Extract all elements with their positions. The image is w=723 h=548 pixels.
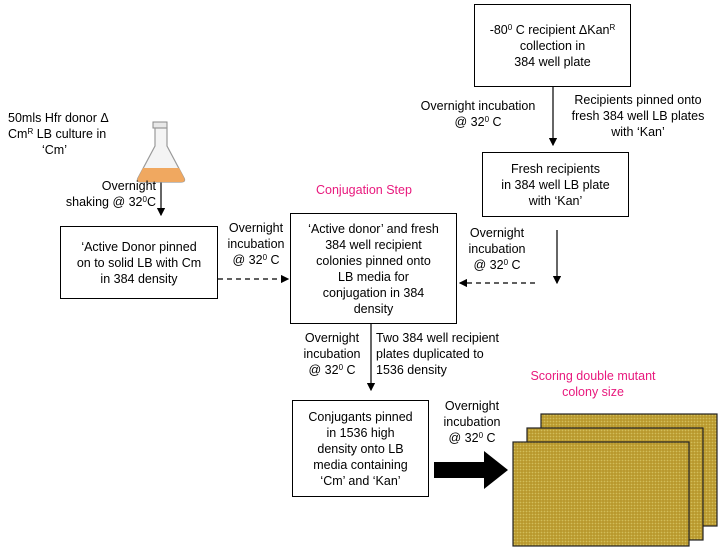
- text-fragment: C: [483, 431, 496, 445]
- text-fragment: density: [354, 302, 394, 316]
- text-fragment: LB culture in: [33, 127, 106, 141]
- donor-culture-label: 50mls Hfr donor Δ CmR LB culture in ‘Cm’: [8, 110, 109, 158]
- text-fragment: @ 32: [232, 253, 262, 267]
- text-fragment: Fresh recipients: [511, 162, 600, 176]
- text-fragment: 384 well recipient: [325, 238, 422, 252]
- text-fragment: Overnight: [102, 179, 156, 193]
- text-fragment: density onto LB: [317, 442, 403, 456]
- bold-arrow-icon: [434, 451, 508, 489]
- text-fragment: @ 32: [308, 363, 338, 377]
- incubation-label-mid: Overnight incubation @ 320 C: [296, 330, 368, 378]
- text-fragment: Overnight incubation: [421, 99, 536, 113]
- text-fragment: LB media for: [338, 270, 409, 284]
- text-fragment: shaking @ 32: [66, 195, 143, 209]
- text-fragment: 50mls Hfr donor Δ: [8, 111, 109, 125]
- text-fragment: Conjugants pinned: [308, 410, 412, 424]
- incubation-label-right: Overnight incubation @ 320 C: [457, 225, 537, 273]
- text-fragment: on to solid LB with Cm: [77, 256, 201, 270]
- text-fragment: Two 384 well recipient: [376, 331, 499, 345]
- text-fragment: with ‘Kan’: [529, 194, 583, 208]
- text-fragment: ‘Active Donor pinned: [81, 240, 196, 254]
- incubation-label-left: Overnight incubation @ 320 C: [222, 220, 290, 268]
- text-fragment: colony size: [562, 385, 624, 399]
- text-fragment: Cm: [8, 127, 27, 141]
- text-fragment: R: [610, 23, 616, 32]
- text-fragment: media containing: [313, 458, 408, 472]
- text-fragment: colonies pinned onto: [316, 254, 431, 268]
- text-fragment: 384 well plate: [514, 55, 590, 69]
- text-fragment: incubation: [304, 347, 361, 361]
- text-fragment: -80: [490, 23, 508, 37]
- text-fragment: C: [508, 258, 521, 272]
- text-fragment: incubation: [444, 415, 501, 429]
- text-fragment: Scoring double mutant: [530, 369, 655, 383]
- text-fragment: @ 32: [448, 431, 478, 445]
- text-fragment: in 384 well LB plate: [501, 178, 609, 192]
- text-fragment: C: [147, 195, 156, 209]
- text-fragment: C: [343, 363, 356, 377]
- text-fragment: incubation: [228, 237, 285, 251]
- text-fragment: C: [267, 253, 280, 267]
- text-fragment: in 1536 high: [326, 426, 394, 440]
- text-fragment: collection in: [520, 39, 585, 53]
- conjugation-box: ‘Active donor’ and fresh 384 well recipi…: [290, 213, 457, 324]
- text-fragment: with ‘Kan’: [611, 125, 665, 139]
- incubation-label-bottom: Overnight incubation @ 320 C: [436, 398, 508, 446]
- text-fragment: C: [489, 115, 502, 129]
- text-fragment: @ 32: [473, 258, 503, 272]
- fresh-recipients-box: Fresh recipients in 384 well LB plate wi…: [482, 152, 629, 217]
- recipients-pinned-label: Recipients pinned onto fresh 384 well LB…: [558, 92, 718, 140]
- scoring-title: Scoring double mutant colony size: [520, 368, 666, 400]
- text-fragment: Overnight: [470, 226, 524, 240]
- text-fragment: 1536 density: [376, 363, 447, 377]
- text-fragment: ‘Cm’ and ‘Kan’: [320, 474, 400, 488]
- agar-plate-icon: [513, 414, 717, 546]
- text-fragment: fresh 384 well LB plates: [572, 109, 705, 123]
- text-fragment: conjugation in 384: [323, 286, 424, 300]
- conjugants-box: Conjugants pinned in 1536 high density o…: [292, 400, 429, 497]
- text-fragment: incubation: [469, 242, 526, 256]
- text-fragment: @ 32: [454, 115, 484, 129]
- text-fragment: ‘Active donor’ and fresh: [308, 222, 439, 236]
- text-fragment: ‘Cm’: [8, 143, 67, 157]
- shaking-label: Overnight shaking @ 320C: [18, 178, 156, 210]
- active-donor-box: ‘Active Donor pinned on to solid LB with…: [60, 226, 218, 299]
- text-fragment: Overnight: [305, 331, 359, 345]
- text-fragment: Recipients pinned onto: [574, 93, 701, 107]
- text-fragment: C recipient ΔKan: [512, 23, 609, 37]
- flask-icon: [137, 122, 184, 182]
- text-fragment: Overnight: [229, 221, 283, 235]
- duplication-label: Two 384 well recipient plates duplicated…: [376, 330, 499, 378]
- text-fragment: plates duplicated to: [376, 347, 484, 361]
- text-fragment: Overnight: [445, 399, 499, 413]
- text-fragment: in 384 density: [100, 272, 177, 286]
- incubation-label-top: Overnight incubation @ 320 C: [408, 98, 548, 130]
- recipient-collection-box: -800 C recipient ΔKanR collection in 384…: [474, 4, 631, 87]
- conjugation-step-title: Conjugation Step: [316, 182, 412, 198]
